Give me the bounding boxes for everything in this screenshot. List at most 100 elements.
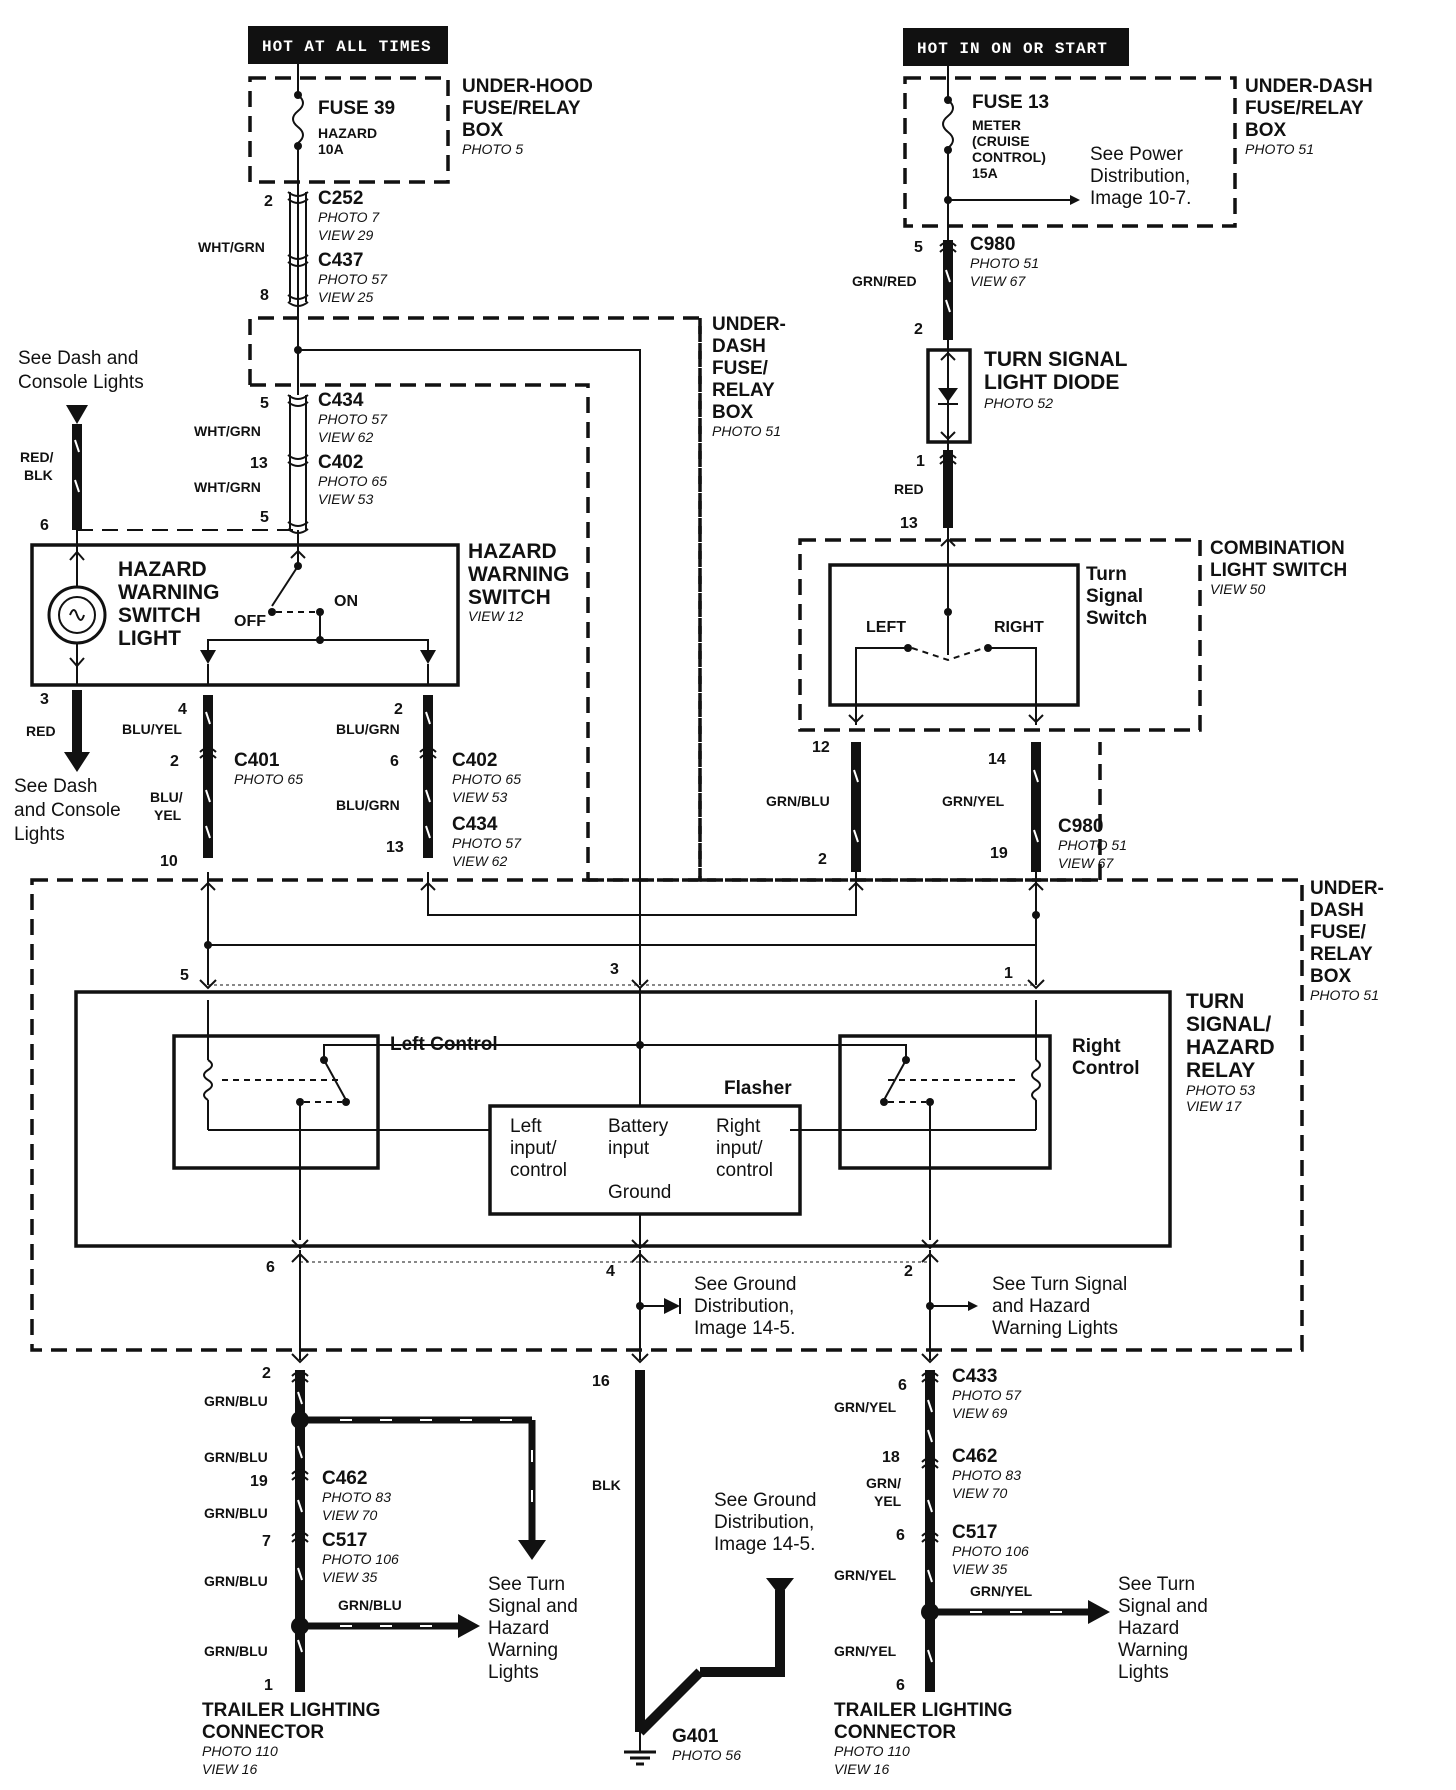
svg-text:TURN: TURN: [1186, 990, 1244, 1013]
wire-blk-ground: [635, 1370, 794, 1736]
note-turn-signal-bottom-right-2: Signal and: [1118, 1596, 1208, 1617]
wire-label: BLU/GRN: [336, 721, 400, 737]
fuse-39: FUSE 39 HAZARD 10A: [292, 64, 395, 192]
connector-c402-b: C402: [452, 750, 497, 771]
wire-wht-grn-upper: [287, 191, 309, 307]
wire-label: GRN/YEL: [970, 1583, 1033, 1599]
svg-text:LIGHT DIODE: LIGHT DIODE: [984, 371, 1119, 394]
pin-label: 4: [178, 701, 187, 718]
svg-text:UNDER-HOOD: UNDER-HOOD: [462, 76, 593, 97]
wire-label: WHT/GRN: [194, 479, 261, 495]
wire-label: YEL: [154, 807, 182, 823]
pin-label: 5: [914, 239, 923, 256]
c462b-photo: PHOTO 83: [952, 1467, 1021, 1483]
pin-label: 13: [250, 455, 268, 472]
ground-g401: G401: [672, 1726, 719, 1747]
hazard-warning-switch: HAZARD WARNING SWITCH VIEW 12: [30, 540, 570, 687]
connector-c517-b: C517: [952, 1522, 997, 1543]
svg-text:BOX: BOX: [462, 120, 504, 141]
svg-text:UNDER-DASH: UNDER-DASH: [1245, 76, 1373, 97]
pin-label: 6: [40, 517, 49, 534]
wire-label: GRN/BLU: [204, 1643, 268, 1659]
wire-blu-grn: [419, 695, 437, 858]
connector-c434-b: C434: [452, 814, 498, 835]
c462-view: VIEW 70: [322, 1507, 377, 1523]
arrow-down-icon: [64, 752, 90, 772]
c980-view: VIEW 67: [970, 273, 1026, 289]
svg-text:HAZARD: HAZARD: [468, 540, 557, 563]
c401-photo: PHOTO 65: [234, 771, 303, 787]
svg-text:10A: 10A: [318, 141, 344, 157]
connector-c437: C437: [318, 250, 363, 271]
wire-label: GRN/YEL: [834, 1567, 897, 1583]
wire-label: YEL: [874, 1493, 902, 1509]
svg-text:Flasher: Flasher: [724, 1078, 792, 1099]
note-dash-lights-top: See Dash and: [18, 348, 138, 369]
svg-text:ON: ON: [334, 593, 358, 610]
pin-label: 12: [812, 739, 830, 756]
svg-text:BOX: BOX: [1310, 966, 1352, 987]
svg-text:Control: Control: [1072, 1058, 1140, 1079]
svg-text:BOX: BOX: [1245, 120, 1287, 141]
svg-text:HOT IN ON OR START: HOT IN ON OR START: [917, 40, 1108, 58]
wire-label: GRN/YEL: [834, 1399, 897, 1415]
svg-text:PHOTO 110: PHOTO 110: [834, 1743, 910, 1759]
svg-text:input/: input/: [716, 1138, 763, 1159]
pin-label: 2: [818, 851, 827, 868]
pin-label: 1: [264, 1677, 273, 1694]
svg-text:TRAILER LIGHTING: TRAILER LIGHTING: [834, 1700, 1012, 1721]
c462-photo: PHOTO 83: [322, 1489, 391, 1505]
pin-label: 2: [394, 701, 403, 718]
svg-text:RIGHT: RIGHT: [994, 619, 1044, 636]
svg-text:See Power: See Power: [1090, 144, 1184, 165]
wire-label: BLK: [24, 467, 53, 483]
pin-label: 13: [386, 839, 404, 856]
wire-wht-grn-lower: [287, 394, 309, 534]
svg-text:control: control: [510, 1160, 567, 1181]
wire-label: BLU/GRN: [336, 797, 400, 813]
c402-view: VIEW 53: [318, 491, 373, 507]
note-ground-mid-2: Distribution,: [694, 1296, 794, 1317]
trailer-lighting-connector-left: TRAILER LIGHTING CONNECTOR PHOTO 110 VIE…: [202, 1700, 380, 1777]
svg-text:CONTROL): CONTROL): [972, 149, 1046, 165]
svg-text:Battery: Battery: [608, 1116, 669, 1137]
c517b-view: VIEW 35: [952, 1561, 1007, 1577]
c434-view: VIEW 62: [318, 429, 373, 445]
note-turn-signal-bottom-left: See Turn: [488, 1574, 565, 1595]
svg-text:DASH: DASH: [712, 336, 766, 357]
wire-label: GRN/YEL: [942, 793, 1005, 809]
c402b-view: VIEW 53: [452, 789, 507, 805]
svg-text:TURN SIGNAL: TURN SIGNAL: [984, 348, 1128, 371]
svg-text:SWITCH: SWITCH: [468, 586, 551, 609]
pin-label: 16: [592, 1373, 610, 1390]
c437-view: VIEW 25: [318, 289, 373, 305]
svg-text:Ground: Ground: [608, 1182, 671, 1203]
pin-label: 13: [900, 515, 918, 532]
note-turn-signal-bottom-right: See Turn: [1118, 1574, 1195, 1595]
pin-label: 2: [914, 321, 923, 338]
c462b-view: VIEW 70: [952, 1485, 1007, 1501]
pin-label: 3: [40, 691, 49, 708]
note-dash-lights-bottom-2: and Console: [14, 800, 121, 821]
wire-label: GRN/BLU: [204, 1393, 268, 1409]
svg-text:RELAY: RELAY: [1310, 944, 1373, 965]
svg-text:FUSE/: FUSE/: [1310, 922, 1367, 943]
c437-photo: PHOTO 57: [318, 271, 388, 287]
pin-label: 7: [262, 1533, 271, 1550]
svg-text:CONNECTOR: CONNECTOR: [834, 1722, 956, 1743]
harness-into-relay: [199, 872, 1045, 990]
turn-signal-switch: Turn Signal Switch LEFT RIGHT: [828, 528, 1147, 725]
wire-label: BLK: [592, 1477, 621, 1493]
wire-label: GRN/: [866, 1475, 901, 1491]
svg-text:LIGHT SWITCH: LIGHT SWITCH: [1210, 560, 1347, 581]
svg-text:SWITCH: SWITCH: [118, 604, 201, 627]
wire-label: GRN/BLU: [204, 1573, 268, 1589]
wire-label: BLU/YEL: [122, 721, 182, 737]
svg-text:HAZARD: HAZARD: [1186, 1036, 1275, 1059]
pin-label: 6: [896, 1527, 905, 1544]
wire-label: WHT/GRN: [198, 239, 265, 255]
pin-label: 6: [266, 1259, 275, 1276]
svg-text:control: control: [716, 1160, 773, 1181]
c517-photo: PHOTO 106: [322, 1551, 399, 1567]
